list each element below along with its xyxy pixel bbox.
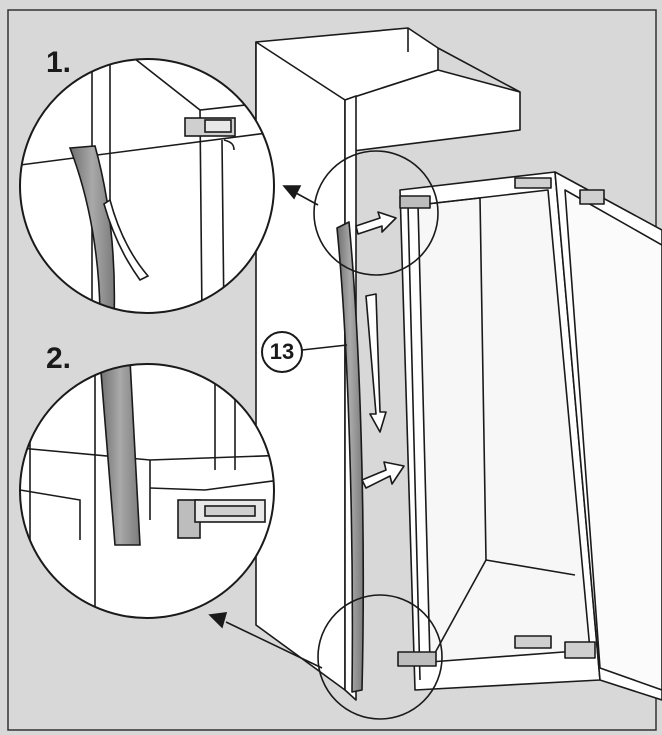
step-2-label: 2. [46, 342, 72, 375]
pointer-line-1 [295, 192, 319, 206]
pointer-head-2 [208, 612, 228, 629]
pointer-line-2 [225, 621, 323, 669]
fixing-strip [336, 221, 365, 693]
step-1-label: 1. [46, 46, 72, 79]
appliance-drawing [255, 27, 662, 720]
zoom-detail-1 [19, 58, 275, 314]
bottom-bracket [397, 651, 437, 667]
detail-circle-bottom [317, 594, 443, 720]
pointer-head-1 [282, 185, 302, 200]
arrow-right-top [355, 211, 397, 235]
arrow-right-bottom [361, 461, 405, 489]
top-bracket [399, 195, 431, 209]
top-hinge [514, 177, 552, 189]
detail-circle-top [313, 150, 439, 276]
arrow-down [365, 293, 387, 433]
bottom-hinge [514, 635, 552, 649]
part-number-badge: 13 [261, 331, 303, 373]
leader-13 [301, 344, 348, 351]
zoom-detail-2 [19, 363, 275, 619]
